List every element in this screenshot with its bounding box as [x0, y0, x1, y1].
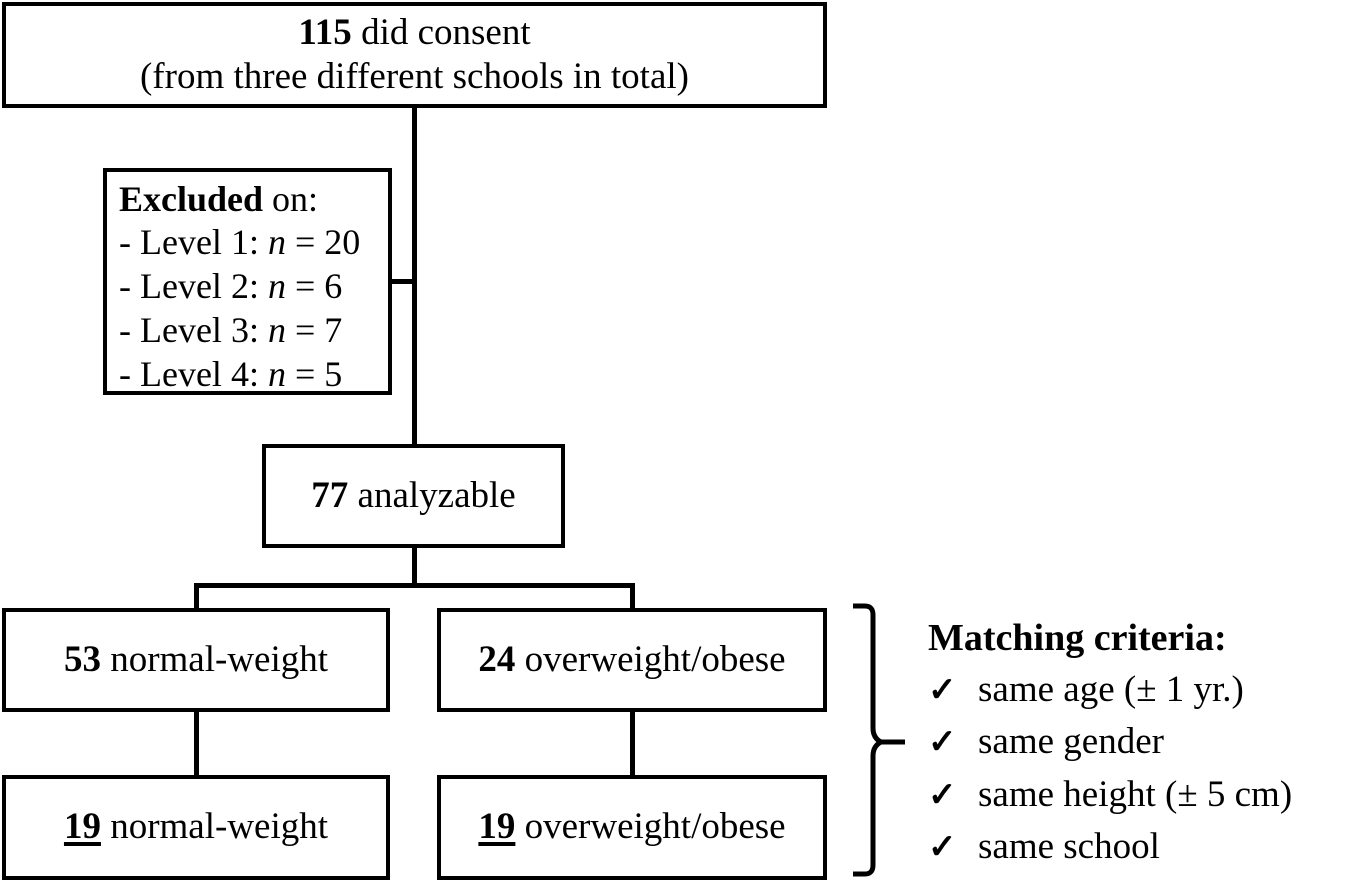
connector-right-to-matched [630, 712, 635, 778]
excluded-item-0-value: 20 [324, 222, 361, 263]
node-normal-weight-matched: 19 normal-weight [2, 775, 390, 880]
criteria-item-0-label: same age (± 1 yr.) [978, 668, 1244, 710]
node-excluded-title-rest: on: [263, 179, 319, 219]
node-excluded-title: Excluded on: [119, 178, 378, 221]
node-excluded-item-2: - Level 3: n = 7 [119, 309, 378, 353]
check-icon: ✓ [928, 671, 957, 709]
excluded-item-1-value: 6 [324, 266, 343, 307]
node-overweight-all-label: overweight/obese [515, 638, 786, 680]
excluded-item-1-n: n [267, 266, 286, 307]
matching-brace-icon [845, 600, 911, 880]
node-overweight-matched-label: overweight/obese [515, 806, 786, 848]
excluded-item-3-value: 5 [324, 353, 343, 394]
node-normal-weight-all-count: 53 [63, 638, 101, 680]
connector-split-left-drop [194, 583, 199, 610]
excluded-item-0-prefix: - Level 1: [119, 222, 268, 263]
connector-left-to-matched [194, 712, 199, 778]
criteria-item-0: ✓ same age (± 1 yr.) [928, 664, 1348, 717]
node-consent: 115 did consent (from three different sc… [2, 2, 827, 108]
node-consent-label: did consent [351, 11, 531, 53]
excluded-item-0-eq: = [285, 222, 325, 263]
node-excluded-item-3: - Level 4: n = 5 [119, 353, 378, 397]
node-excluded-title-bold: Excluded [119, 179, 264, 219]
node-normal-weight-matched-label: normal-weight [100, 806, 329, 848]
node-normal-weight-matched-text: 19 normal-weight [64, 805, 328, 849]
excluded-item-2-eq: = [285, 310, 325, 350]
node-consent-text: 115 did consent (from three different sc… [140, 11, 689, 100]
criteria-item-3: ✓ same school [928, 821, 1348, 874]
excluded-item-3-prefix: - Level 4: [119, 353, 268, 394]
node-normal-weight-all-label: normal-weight [100, 638, 329, 680]
criteria-item-2: ✓ same height (± 5 cm) [928, 769, 1348, 822]
node-analyzable-text: 77 analyzable [311, 474, 515, 518]
check-icon: ✓ [928, 776, 957, 814]
criteria-item-1-label: same gender [978, 721, 1164, 763]
connector-split-right-drop [630, 583, 635, 610]
excluded-item-1-eq: = [285, 266, 325, 307]
connector-consent-to-analyzable [412, 108, 417, 446]
node-overweight-matched: 19 overweight/obese [437, 775, 827, 880]
node-normal-weight-matched-count: 19 [63, 806, 101, 848]
node-excluded-item-0: - Level 1: n = 20 [119, 221, 378, 265]
node-analyzable-label: analyzable [348, 474, 516, 516]
excluded-item-2-value: 7 [324, 310, 343, 350]
check-icon: ✓ [928, 829, 957, 867]
node-overweight-matched-text: 19 overweight/obese [478, 805, 785, 849]
criteria-item-1: ✓ same gender [928, 716, 1348, 769]
excluded-item-3-n: n [267, 353, 286, 394]
node-consent-line2: (from three different schools in total) [139, 56, 689, 97]
node-analyzable: 77 analyzable [262, 444, 565, 548]
node-normal-weight-all: 53 normal-weight [2, 608, 390, 712]
node-overweight-all: 24 overweight/obese [437, 608, 827, 712]
criteria-item-3-label: same school [978, 826, 1160, 868]
node-analyzable-count: 77 [311, 474, 349, 516]
matching-criteria-panel: Matching criteria: ✓ same age (± 1 yr.) … [928, 616, 1348, 874]
excluded-item-2-prefix: - Level 3: [119, 310, 268, 350]
connector-split-bar [194, 583, 635, 588]
node-normal-weight-all-text: 53 normal-weight [64, 638, 328, 682]
node-consent-line1: 115 did consent [140, 11, 689, 55]
matching-criteria-title: Matching criteria: [928, 617, 1227, 659]
node-overweight-all-text: 24 overweight/obese [478, 638, 785, 682]
node-overweight-matched-count: 19 [478, 806, 516, 848]
excluded-item-1-prefix: - Level 2: [119, 266, 268, 307]
node-consent-count: 115 [298, 11, 352, 53]
check-icon: ✓ [928, 724, 957, 762]
node-overweight-all-count: 24 [478, 638, 516, 680]
excluded-item-3-eq: = [285, 353, 325, 394]
excluded-item-2-n: n [267, 310, 286, 350]
excluded-item-0-n: n [267, 222, 286, 263]
node-excluded-item-1: - Level 2: n = 6 [119, 265, 378, 309]
node-excluded: Excluded on: - Level 1: n = 20 - Level 2… [103, 168, 392, 395]
connector-analyzable-stem [412, 548, 417, 585]
criteria-item-2-label: same height (± 5 cm) [978, 773, 1293, 815]
connector-excluded-to-spine [390, 279, 414, 284]
